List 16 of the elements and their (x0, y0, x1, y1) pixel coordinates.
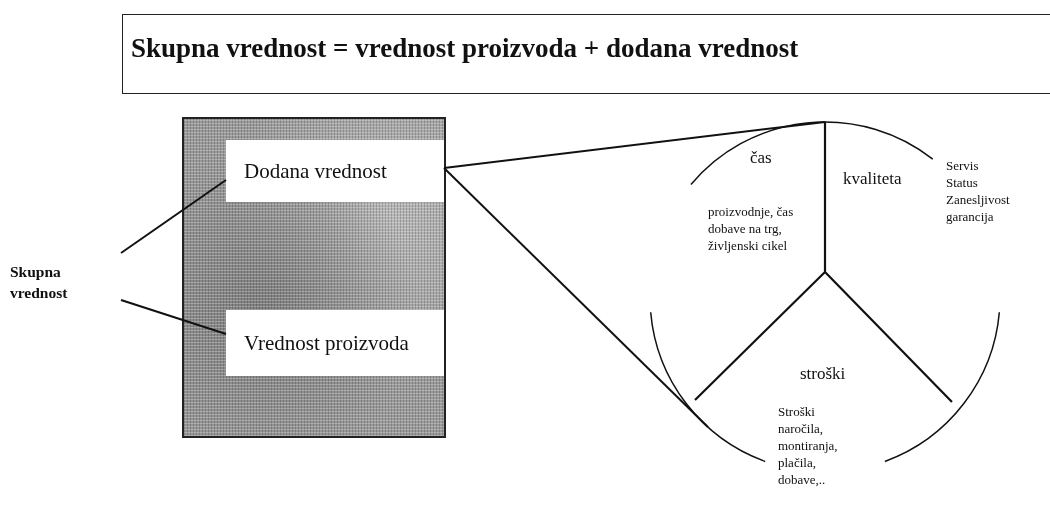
zoom-line (443, 121, 826, 169)
value-band: Vrednost proizvoda (226, 310, 444, 376)
segment-label: stroški (800, 364, 847, 385)
segment-label: čas (750, 148, 773, 169)
note-text: proizvodnje, čas dobave na trg, življenski cikel (708, 204, 795, 255)
note-text: Servis (946, 158, 980, 175)
note-text: Zanesljivost (946, 192, 1011, 209)
title-formula: Skupna vrednost = vrednost proizvoda + dodana vrednost (131, 33, 800, 64)
note-text: Status (946, 175, 979, 192)
textured-panel (182, 117, 446, 438)
note-text: garancija (946, 209, 995, 226)
bracket-label: Skupna vrednost (10, 262, 115, 306)
segment-label: kvaliteta (843, 169, 903, 190)
note-text: Stroški naročila, montiranja, plačila, dobave,.. (778, 404, 839, 489)
value-band: Dodana vrednost (226, 140, 444, 202)
zoom-line (443, 167, 709, 429)
